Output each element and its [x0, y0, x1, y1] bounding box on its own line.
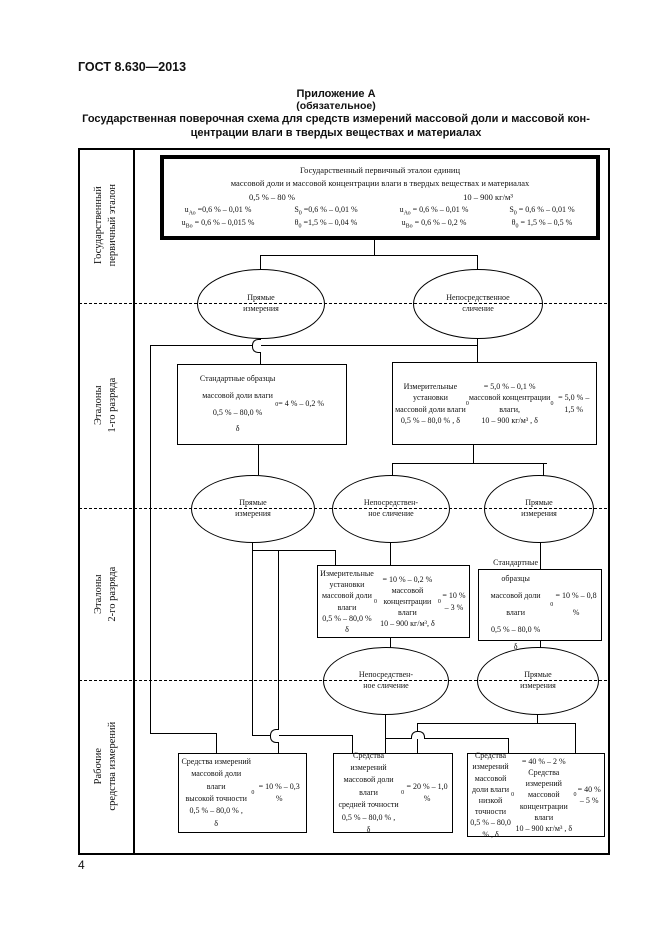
connector-line [252, 550, 335, 551]
box-measuring-installations-2nd: Измерительные установки массовой доли вл… [317, 565, 470, 638]
doc-number: ГОСТ 8.630—2013 [78, 60, 187, 74]
box-working-instruments-low-accuracy: Средства измерений массовой доли влаги н… [467, 751, 605, 839]
connector-line [150, 345, 477, 346]
connector-line [278, 550, 279, 753]
method-ellipse-direct-comparison: Непосредствен- ное сличение [332, 475, 450, 543]
connector-line [473, 445, 474, 463]
method-ellipse-direct-measurements: Прямые измерения [197, 269, 325, 339]
method-ellipse-direct-measurements: Прямые измерения [477, 647, 599, 715]
method-ellipse-direct-measurements: Прямые измерения [484, 475, 594, 543]
connector-line [150, 345, 151, 733]
primary-standard-box: Государственный первичный эталон единиц … [160, 155, 600, 240]
connector-line [260, 255, 261, 270]
connector-line [252, 735, 352, 736]
connector-line [385, 713, 386, 753]
line-hop [411, 731, 425, 739]
section-divider-dashed [79, 303, 607, 304]
method-ellipse-direct-comparison: Непосредственное сличение [413, 269, 543, 339]
connector-line [392, 463, 547, 464]
connector-line [390, 638, 391, 648]
uncertainty-value: θ0 =1,5 % – 0,04 % [294, 217, 358, 230]
connector-line [335, 550, 336, 565]
connector-line [417, 723, 575, 724]
sidebar-section-1st-razryad: Эталоны 1-го разряда [92, 378, 118, 433]
appendix-title: Приложение А [296, 88, 376, 100]
uncertainty-value: θ0 = 1,5 % – 0,5 % [511, 217, 573, 230]
section-divider-dashed [79, 508, 607, 509]
method-ellipse-direct-measurements: Прямые измерения [191, 475, 315, 543]
uncertainty-value: uВо = 0,6 % – 0,015 % [181, 217, 255, 230]
page-header: Приложение А (обязательное) Государствен… [66, 88, 606, 141]
uncertainty-value: uАо =0,6 % – 0,01 % [184, 205, 252, 217]
connector-line [352, 735, 353, 753]
connector-line [252, 550, 253, 735]
connector-line [540, 641, 541, 648]
connector-line [537, 713, 538, 723]
sidebar-section-working-instruments: Рабочие средства измерений [92, 722, 118, 811]
mass-concentration-range: 10 – 900 кг/м³ [463, 191, 513, 202]
box-standard-samples-1st: Стандартные образцы массовой доли влаги … [177, 364, 347, 445]
page-number: 4 [78, 858, 85, 872]
line-hop [270, 729, 279, 743]
appendix-note: (обязательное) [296, 100, 376, 112]
primary-standard-columns: 0,5 % – 80 % uАо =0,6 % – 0,01 % S0 =0,6… [164, 191, 596, 230]
box-working-instruments-medium-accuracy: Средства измерений массовой доли влаги с… [333, 751, 453, 834]
connector-line [150, 733, 216, 734]
uncertainty-value: uАо = 0,6 % – 0,01 % [399, 205, 469, 217]
uncertainty-value: uВо = 0,6 % – 0,2 % [401, 217, 467, 230]
scheme-title: Государственная поверочная схема для сре… [82, 113, 590, 139]
connector-line [508, 738, 509, 753]
sidebar-divider [133, 148, 135, 855]
box-working-instruments-high-accuracy: Средства измерений массовой доли влаги в… [178, 753, 307, 833]
primary-mass-fraction-column: 0,5 % – 80 % uАо =0,6 % – 0,01 % S0 =0,6… [164, 191, 380, 230]
connector-line [392, 463, 393, 476]
connector-line [258, 445, 259, 475]
connector-line [543, 463, 544, 477]
method-ellipse-direct-comparison: Непосредствен- ное сличение [323, 647, 449, 715]
primary-mass-concentration-column: 10 – 900 кг/м³ uАо = 0,6 % – 0,01 % S0 =… [380, 191, 596, 230]
sidebar-section-primary-standard: Государственный первичный эталон [92, 184, 118, 267]
connector-line [385, 738, 508, 739]
connector-line [216, 733, 217, 753]
section-divider-dashed [79, 680, 607, 681]
line-hop [252, 339, 261, 353]
mass-fraction-range: 0,5 % – 80 % [248, 191, 296, 202]
connector-line [252, 541, 253, 550]
connector-line [374, 240, 375, 256]
connector-line [575, 723, 576, 753]
connector-line [390, 541, 391, 565]
uncertainty-value: S0 =0,6 % – 0,01 % [294, 205, 358, 217]
connector-line [417, 723, 418, 755]
connector-line [477, 255, 478, 270]
sidebar-section-2nd-razryad: Эталоны 2-го разряда [92, 566, 118, 622]
uncertainty-value: S0 = 0,6 % – 0,01 % [509, 205, 575, 217]
box-measuring-installations-1st: Измерительные установки массовой доли вл… [392, 362, 597, 445]
primary-standard-title: Государственный первичный эталон единиц … [230, 165, 530, 188]
box-standard-samples-2nd: Стандартные образцы массовой доли влаги … [478, 558, 602, 651]
connector-line [477, 337, 478, 363]
connector-line [540, 541, 541, 569]
connector-line [260, 255, 478, 256]
